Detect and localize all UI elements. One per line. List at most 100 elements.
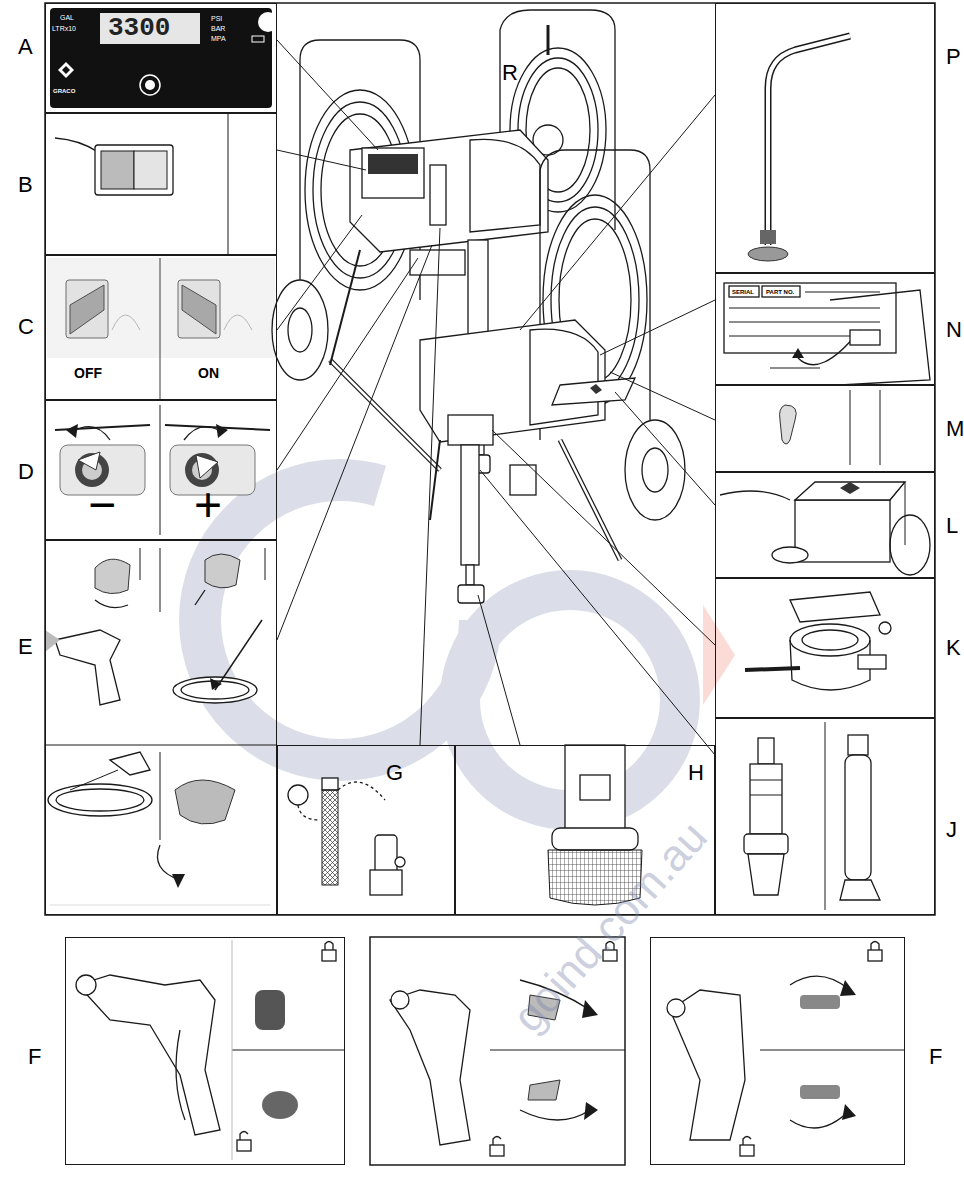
- serial-label: [724, 283, 930, 385]
- leader-line: [277, 258, 418, 470]
- serial-label: [762, 286, 800, 297]
- trigger-lock: [842, 1104, 856, 1120]
- pump-parts: [748, 854, 784, 895]
- serial-label: [805, 292, 880, 293]
- sprayer-back: [430, 165, 446, 225]
- prime-steps: [210, 678, 222, 690]
- leader-line: [600, 300, 715, 355]
- trigger-lock: [237, 1140, 251, 1151]
- prime-steps: [48, 784, 152, 816]
- pressure-knob: [66, 424, 78, 438]
- sprayer-front: [625, 420, 685, 520]
- pump-clamp: [802, 630, 858, 650]
- leader-line: [610, 372, 715, 420]
- panel-box: AGALLTRx103300PSIBARMPAGRACO: [45, 3, 277, 113]
- display-plate: [252, 36, 264, 42]
- unit-label: PSI: [211, 15, 222, 22]
- trigger-lock: [582, 1000, 598, 1018]
- power-switch: [228, 113, 229, 255]
- display-plate: [58, 62, 74, 78]
- brand-logo: GRACO: [53, 88, 75, 94]
- prime-steps: [172, 874, 185, 888]
- suction-tube: [748, 36, 850, 261]
- callout-letter: E: [18, 636, 33, 658]
- panel-box: P: [715, 3, 935, 273]
- gun-clip: [880, 390, 881, 465]
- pressure-knob: [184, 427, 222, 440]
- prime-steps: [45, 745, 277, 746]
- hose-reel: [547, 25, 550, 55]
- gun-filter: [375, 835, 397, 875]
- callout-letter: H: [688, 762, 704, 784]
- gun-filter: [288, 778, 405, 895]
- sprayer-back: [272, 280, 328, 380]
- gun-filter: [322, 790, 338, 885]
- trigger-lock: [176, 1030, 185, 1120]
- callout-letter: M: [946, 418, 964, 440]
- display-plate: [145, 80, 155, 90]
- trigger-lock: [325, 942, 333, 951]
- switch-states: [47, 258, 275, 400]
- callout-letter: F: [28, 1046, 41, 1068]
- leader-line: [420, 228, 440, 745]
- sprayer-front: [458, 585, 484, 603]
- storage-box: [890, 482, 905, 500]
- gun-clip: [780, 405, 797, 444]
- panel-box: D−+: [45, 400, 277, 540]
- leader-line: [277, 40, 715, 755]
- gun-clip: [850, 390, 851, 465]
- power-switch: [101, 151, 134, 189]
- label-field: SERIAL: [732, 289, 754, 295]
- trigger-lock: [390, 990, 470, 1145]
- callout-letter: G: [386, 762, 403, 784]
- trigger-lock: [322, 950, 336, 961]
- display-plate: [62, 66, 70, 74]
- sprayer-front: [420, 150, 685, 603]
- switch-states: [66, 280, 108, 338]
- switch-states: [112, 315, 140, 330]
- trigger-lock: [255, 990, 285, 1030]
- serial-label: [729, 286, 759, 297]
- prime-steps: [95, 600, 128, 608]
- label-field: PART NO.: [766, 289, 794, 295]
- prime-steps: [160, 548, 161, 612]
- unit-label: BAR: [211, 25, 225, 32]
- pump-parts: [750, 795, 782, 796]
- sprayer-back: [288, 308, 312, 352]
- panel-box: F: [65, 937, 345, 1165]
- sprayer-front: [560, 440, 620, 560]
- serial-label: [792, 348, 804, 358]
- callout-letter: L: [946, 515, 958, 537]
- leader-line: [277, 150, 366, 170]
- pressure-knob: [196, 455, 218, 478]
- switch-states: [182, 285, 216, 334]
- storage-box: [720, 482, 930, 575]
- leader-line: [277, 245, 432, 640]
- leader-line: [520, 95, 715, 330]
- trigger-lock: [800, 1085, 840, 1099]
- trigger-lock: [667, 999, 685, 1017]
- suction-tube: [760, 230, 776, 244]
- callout-letter: R: [502, 62, 518, 84]
- trigger-lock: [78, 975, 220, 1135]
- switch-states: [160, 258, 161, 400]
- sprayer-back: [350, 130, 548, 252]
- gun-filter: [288, 785, 308, 805]
- storage-box: [905, 482, 906, 545]
- callout-letter: C: [18, 316, 34, 338]
- panel-box: COFFON: [45, 255, 277, 400]
- switch-states: [224, 315, 252, 330]
- panel-box: J: [715, 718, 935, 915]
- leader-line: [277, 40, 378, 150]
- leader-line: [478, 595, 520, 745]
- sprayer-front: [461, 445, 479, 565]
- trigger-lock: [743, 1137, 751, 1146]
- pump-parts: [744, 722, 880, 910]
- serial-label: [729, 308, 880, 309]
- prime-steps: [175, 780, 235, 824]
- prime-steps: [195, 590, 205, 605]
- storage-box: [795, 482, 905, 500]
- power-switch: [95, 145, 173, 195]
